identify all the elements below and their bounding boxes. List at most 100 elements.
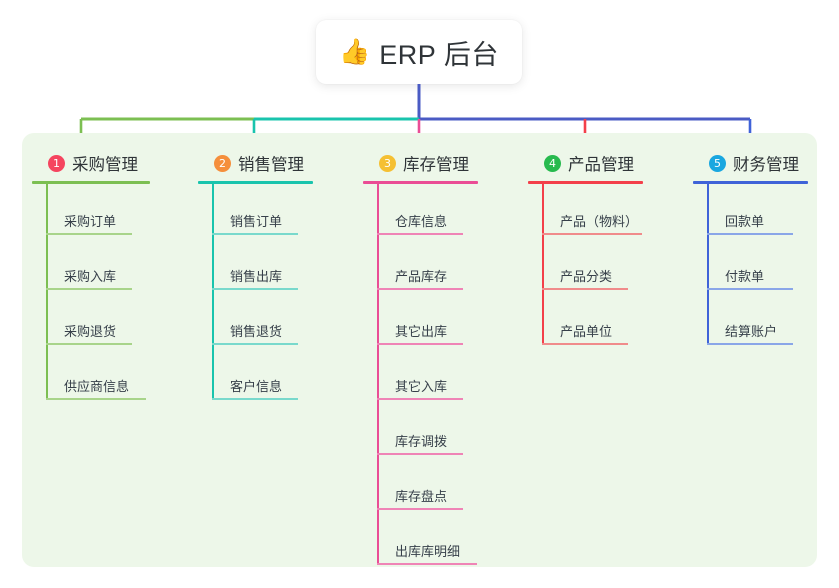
menu-item-label: 产品单位 <box>560 324 613 339</box>
menu-item-rule <box>46 343 132 345</box>
column-title: 产品管理 <box>568 156 634 174</box>
column-销售管理: 2 销售管理销售订单销售出库销售退货客户信息 <box>198 148 313 404</box>
menu-item[interactable]: 出库库明细 <box>363 514 478 569</box>
menu-item[interactable]: 销售订单 <box>198 184 313 239</box>
column-badge-4: 4 <box>544 154 561 172</box>
menu-item-label: 产品分类 <box>560 269 613 284</box>
menu-item[interactable]: 库存调拨 <box>363 404 478 459</box>
menu-item-rule <box>377 453 463 455</box>
menu-item[interactable]: 回款单 <box>693 184 808 239</box>
menu-item-label: 销售订单 <box>230 214 283 229</box>
column-采购管理: 1 采购管理采购订单采购入库采购退货供应商信息 <box>32 148 150 404</box>
menu-item[interactable]: 销售出库 <box>198 239 313 294</box>
menu-item[interactable]: 采购订单 <box>32 184 150 239</box>
menu-item-label: 回款单 <box>725 214 765 229</box>
menu-item[interactable]: 采购入库 <box>32 239 150 294</box>
menu-item-rule <box>46 233 132 235</box>
menu-item-rule <box>377 233 463 235</box>
diagram-panel <box>22 133 817 567</box>
menu-item[interactable]: 库存盘点 <box>363 459 478 514</box>
menu-item-label: 其它出库 <box>395 324 448 339</box>
column-title: 销售管理 <box>238 156 304 174</box>
column-title: 库存管理 <box>403 156 469 174</box>
menu-item[interactable]: 客户信息 <box>198 349 313 404</box>
column-items: 回款单付款单结算账户 <box>693 184 808 349</box>
menu-item-rule <box>377 398 463 400</box>
menu-item-rule <box>212 233 298 235</box>
root-node-card[interactable]: 👍 ERP 后台 <box>316 20 522 84</box>
menu-item-label: 仓库信息 <box>395 214 448 229</box>
menu-item-label: 其它入库 <box>395 379 448 394</box>
column-产品管理: 4 产品管理产品（物料） 产品分类产品单位 <box>528 148 643 349</box>
column-badge-2: 2 <box>214 154 231 172</box>
menu-item-label: 库存调拨 <box>395 434 448 449</box>
menu-item[interactable]: 销售退货 <box>198 294 313 349</box>
menu-item-rule <box>212 398 298 400</box>
column-items: 仓库信息产品库存其它出库其它入库库存调拨库存盘点出库库明细 <box>363 184 478 569</box>
menu-item-rule <box>707 343 793 345</box>
menu-item-rule <box>707 288 793 290</box>
column-财务管理: 5 财务管理回款单付款单结算账户 <box>693 148 808 349</box>
menu-item-rule <box>46 288 132 290</box>
menu-item-rule <box>212 343 298 345</box>
menu-item[interactable]: 其它出库 <box>363 294 478 349</box>
column-spine <box>377 184 379 565</box>
column-header-3[interactable]: 3 库存管理 <box>363 148 478 178</box>
column-header-5[interactable]: 5 财务管理 <box>693 148 808 178</box>
menu-item[interactable]: 结算账户 <box>693 294 808 349</box>
menu-item-rule <box>46 398 146 400</box>
column-spine <box>542 184 544 345</box>
menu-item[interactable]: 仓库信息 <box>363 184 478 239</box>
thumbs-up-icon: 👍 <box>339 37 371 66</box>
column-header-rule <box>32 181 150 184</box>
column-库存管理: 3 库存管理仓库信息产品库存其它出库其它入库库存调拨库存盘点出库库明细 <box>363 148 478 569</box>
column-items: 产品（物料） 产品分类产品单位 <box>528 184 643 349</box>
column-header-rule <box>693 181 808 184</box>
menu-item[interactable]: 产品库存 <box>363 239 478 294</box>
column-items: 采购订单采购入库采购退货供应商信息 <box>32 184 150 404</box>
column-header-rule <box>363 181 478 184</box>
menu-item-label: 产品（物料） <box>560 214 639 229</box>
menu-item-rule <box>377 343 463 345</box>
menu-item-label: 采购入库 <box>64 269 117 284</box>
menu-item-label: 采购退货 <box>64 324 117 339</box>
menu-item[interactable]: 付款单 <box>693 239 808 294</box>
column-header-rule <box>198 181 313 184</box>
column-header-rule <box>528 181 643 184</box>
menu-item[interactable]: 其它入库 <box>363 349 478 404</box>
menu-item-label: 出库库明细 <box>395 544 461 559</box>
menu-item-rule <box>377 288 463 290</box>
column-header-1[interactable]: 1 采购管理 <box>32 148 150 178</box>
column-spine <box>707 184 709 345</box>
menu-item-label: 产品库存 <box>395 269 448 284</box>
menu-item-label: 采购订单 <box>64 214 117 229</box>
column-badge-3: 3 <box>379 154 396 172</box>
column-header-2[interactable]: 2 销售管理 <box>198 148 313 178</box>
column-spine <box>212 184 214 400</box>
column-title: 财务管理 <box>733 156 799 174</box>
menu-item-rule <box>542 233 642 235</box>
menu-item-label: 供应商信息 <box>64 379 130 394</box>
column-title: 采购管理 <box>72 156 138 174</box>
column-spine <box>46 184 48 400</box>
menu-item-rule <box>377 508 463 510</box>
menu-item-label: 销售出库 <box>230 269 283 284</box>
column-items: 销售订单销售出库销售退货客户信息 <box>198 184 313 404</box>
column-badge-5: 5 <box>709 154 726 172</box>
column-header-4[interactable]: 4 产品管理 <box>528 148 643 178</box>
menu-item[interactable]: 产品（物料） <box>528 184 643 239</box>
menu-item-label: 客户信息 <box>230 379 283 394</box>
column-badge-1: 1 <box>48 154 65 172</box>
menu-item-label: 销售退货 <box>230 324 283 339</box>
menu-item[interactable]: 采购退货 <box>32 294 150 349</box>
menu-item-label: 库存盘点 <box>395 489 448 504</box>
page-title: ERP 后台 <box>379 39 499 70</box>
menu-item-rule <box>212 288 298 290</box>
menu-item[interactable]: 产品分类 <box>528 239 643 294</box>
menu-item[interactable]: 供应商信息 <box>32 349 150 404</box>
menu-item-label: 付款单 <box>725 269 765 284</box>
menu-item-rule <box>542 343 628 345</box>
menu-item-rule <box>542 288 628 290</box>
menu-item[interactable]: 产品单位 <box>528 294 643 349</box>
